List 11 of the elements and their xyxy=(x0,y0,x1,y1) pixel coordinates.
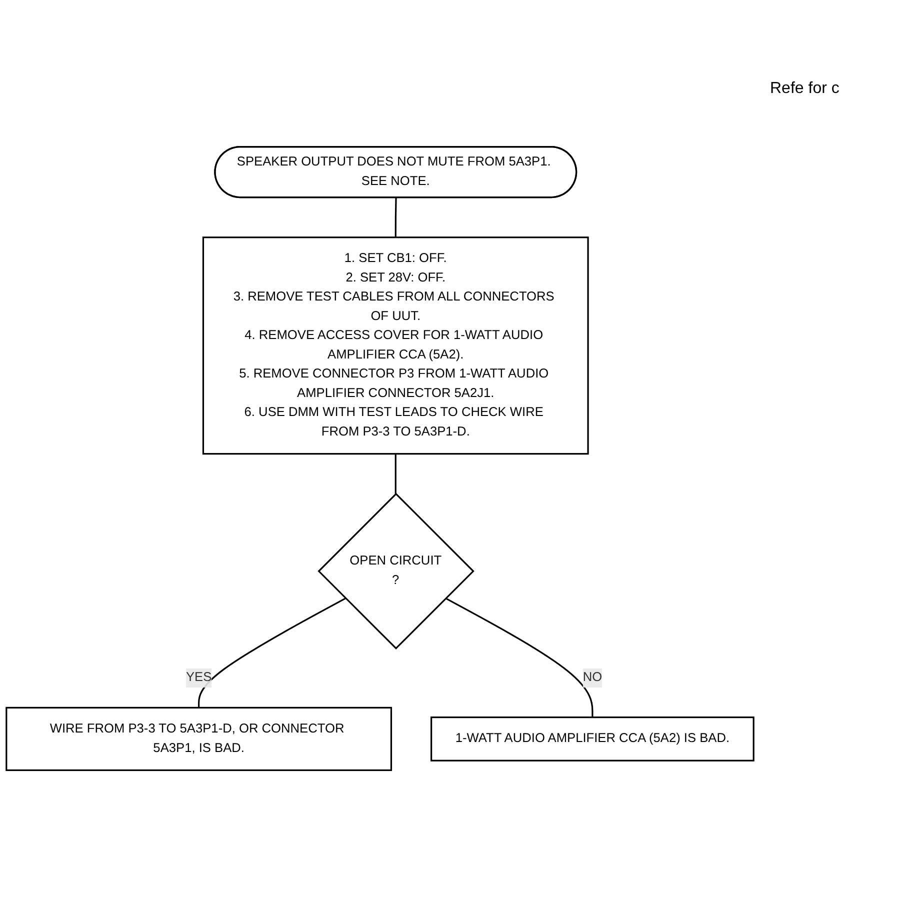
connector xyxy=(445,598,594,718)
connector xyxy=(198,598,346,708)
node-diamond: OPEN CIRCUIT ? xyxy=(318,492,474,650)
edge-label: YES xyxy=(186,670,212,684)
note-text: Refe for c xyxy=(770,80,840,98)
node-box: 1. SET CB1: OFF. 2. SET 28V: OFF. 3. REMOVE TEST CABLES FROM ALL CONNECTORS OF UUT. 4. REMOVE ACCESS COVER FOR 1-WATT AUDIO AMPLIFIER CCA (5A2). 5. REMOVE CONNECTOR P3 FROM 1-WATT AUDIO AMPLIFIER CONNECTOR 5A2J1. 6. USE DMM WITH TEST LEADS TO CHECK WIRE FROM P3-3 TO 5A3P1-D. xyxy=(202,236,589,455)
connector xyxy=(394,198,397,238)
node-box: 1-WATT AUDIO AMPLIFIER CCA (5A2) IS BAD. xyxy=(430,716,754,762)
edge-label: NO xyxy=(582,670,602,684)
node-box: WIRE FROM P3-3 TO 5A3P1-D, OR CONNECTOR 5A3P1, IS BAD. xyxy=(6,706,392,772)
connector xyxy=(394,454,396,494)
